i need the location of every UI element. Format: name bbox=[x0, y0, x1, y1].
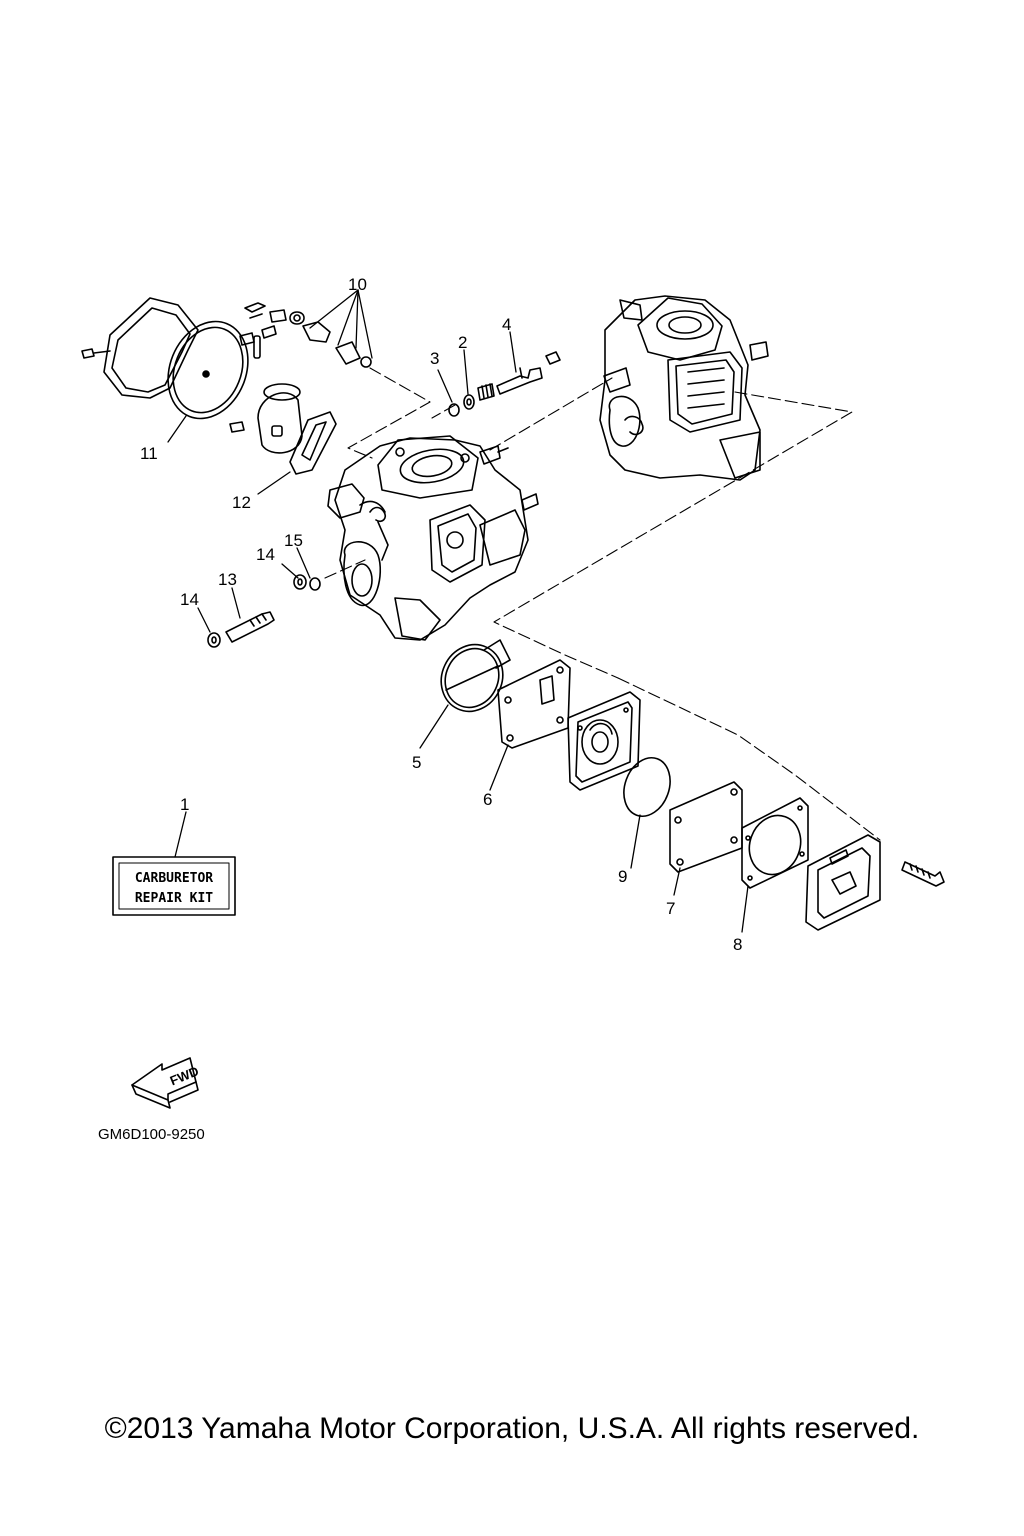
callout-6: 6 bbox=[483, 790, 492, 809]
kit-label-line2: REPAIR KIT bbox=[135, 891, 213, 906]
repair-kit-box bbox=[112, 856, 236, 916]
diaphragm-cover-11 bbox=[81, 297, 249, 420]
gasket-7 bbox=[669, 781, 743, 873]
callout-10: 10 bbox=[348, 275, 367, 294]
callout-11: 11 bbox=[140, 444, 158, 463]
callout-2: 2 bbox=[458, 333, 467, 352]
callout-14-upper: 14 bbox=[256, 545, 275, 564]
diaphragm-5 bbox=[440, 639, 511, 713]
fwd-arrow-icon bbox=[131, 1057, 199, 1109]
o-ring-9 bbox=[623, 757, 671, 817]
bolt bbox=[901, 861, 945, 887]
callout-13: 13 bbox=[218, 570, 237, 589]
leader-lines bbox=[167, 289, 749, 933]
copyright-notice: ©2013 Yamaha Motor Corporation, U.S.A. A… bbox=[104, 1412, 920, 1445]
small-parts-cluster bbox=[239, 302, 372, 368]
assembly-lines bbox=[324, 367, 881, 841]
pump-cover bbox=[567, 691, 641, 791]
callout-14-lower: 14 bbox=[180, 590, 199, 609]
callout-8: 8 bbox=[733, 935, 742, 954]
gasket-plate-6 bbox=[497, 659, 571, 749]
gasket-8 bbox=[741, 797, 809, 889]
callout-7: 7 bbox=[666, 899, 675, 918]
callout-5: 5 bbox=[412, 753, 421, 772]
callout-15: 15 bbox=[284, 531, 303, 550]
kit-label-line1: CARBURETOR bbox=[135, 871, 213, 886]
diagram-code: GM6D100-9250 bbox=[98, 1126, 205, 1143]
pilot-screw-group bbox=[448, 351, 561, 417]
callout-1: 1 bbox=[180, 795, 189, 814]
end-cover bbox=[805, 834, 881, 931]
callout-9: 9 bbox=[618, 867, 627, 886]
pump-body-12 bbox=[229, 383, 337, 475]
carburetor-body-secondary bbox=[599, 295, 769, 481]
callout-4: 4 bbox=[502, 315, 511, 334]
callout-12: 12 bbox=[232, 493, 251, 512]
callout-3: 3 bbox=[430, 349, 439, 368]
carburetor-body-main bbox=[327, 435, 539, 641]
adjust-screw-group bbox=[207, 574, 321, 648]
